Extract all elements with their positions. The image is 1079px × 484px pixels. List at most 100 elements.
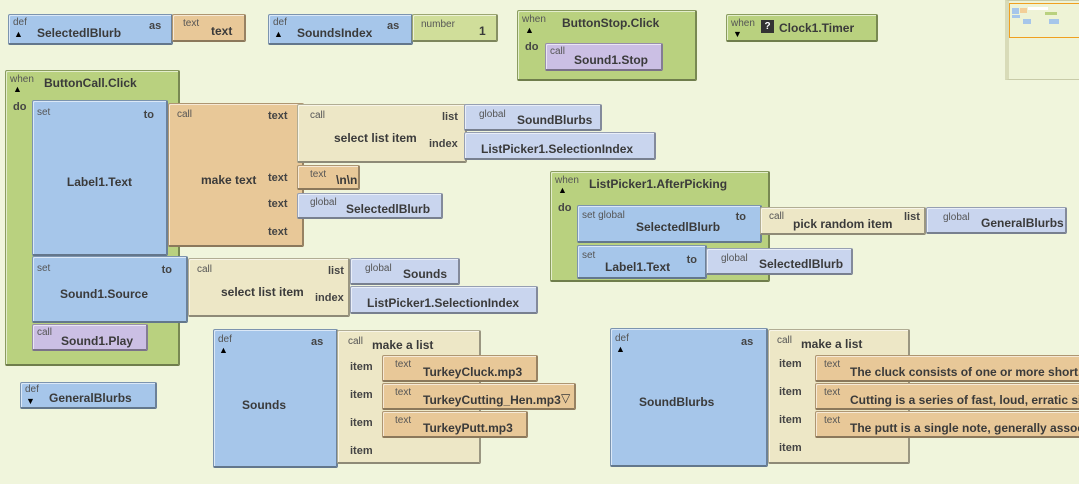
- number-value[interactable]: 1: [479, 24, 486, 38]
- text-value[interactable]: The putt is a single note, generally ass…: [850, 421, 1079, 435]
- def-soundblurbs-block[interactable]: def ▲ SoundBlurbs as: [610, 328, 768, 467]
- call-label: call: [777, 335, 793, 346]
- set-label1-text-block[interactable]: set to Label1.Text: [32, 100, 168, 256]
- do-label: do: [525, 41, 539, 53]
- def-generalblurbs-block[interactable]: def ▼ GeneralBlurbs: [20, 382, 157, 409]
- dropdown-triangle-icon[interactable]: ▽: [561, 391, 571, 405]
- variable-name[interactable]: SoundsIndex: [297, 26, 373, 40]
- triangle-down-icon[interactable]: ▼: [26, 396, 35, 406]
- global-name[interactable]: SelectedlBlurb: [346, 202, 431, 216]
- triangle-up-icon[interactable]: ▲: [558, 185, 567, 195]
- triangle-up-icon[interactable]: ▲: [616, 344, 625, 354]
- global-name[interactable]: GeneralBlurbs: [981, 216, 1064, 230]
- make-text-block[interactable]: call make text text text text text: [168, 103, 304, 247]
- set-label: set: [582, 250, 596, 261]
- listpicker1-selectionindex-block[interactable]: ListPicker1.SelectionIndex: [350, 286, 538, 314]
- variable-name[interactable]: SelectedlBlurb: [37, 26, 122, 40]
- number-label: number: [421, 19, 455, 30]
- item-label: item: [350, 389, 373, 401]
- triangle-down-icon[interactable]: ▼: [733, 29, 742, 39]
- text-item-block[interactable]: text The cluck consists of one or more s…: [815, 355, 1079, 382]
- def-label: def: [25, 384, 39, 395]
- when-label: when: [522, 14, 546, 25]
- def-label: def: [273, 17, 287, 28]
- select-list-item-label: select list item: [221, 285, 304, 299]
- triangle-up-icon[interactable]: ▲: [525, 25, 534, 35]
- item-label: item: [779, 358, 802, 370]
- to-label: to: [735, 211, 746, 223]
- call-label: call: [37, 327, 53, 338]
- global-selectedlblurb-block[interactable]: global SelectedlBlurb: [297, 193, 443, 219]
- text-value[interactable]: TurkeyPutt.mp3: [423, 421, 513, 435]
- text-value[interactable]: text: [211, 24, 233, 38]
- make-a-list-label: make a list: [801, 337, 863, 351]
- global-name[interactable]: SelectedlBlurb: [636, 220, 721, 234]
- global-sounds-block[interactable]: global Sounds: [350, 258, 460, 285]
- global-generalblurbs-block[interactable]: global GeneralBlurbs: [926, 207, 1067, 234]
- pick-random-item-block[interactable]: call pick random item list: [760, 207, 926, 235]
- list-label: list: [442, 111, 458, 123]
- triangle-up-icon[interactable]: ▲: [274, 29, 283, 39]
- item-label: item: [350, 445, 373, 457]
- when-label: when: [731, 18, 755, 29]
- set-global-label: set global: [582, 210, 625, 221]
- text-value[interactable]: TurkeyCutting_Hen.mp3: [423, 393, 561, 407]
- text-socket-label: text: [268, 198, 288, 210]
- text-newlines-block[interactable]: text \n\n: [297, 165, 360, 190]
- item-label: item: [779, 442, 802, 454]
- triangle-up-icon[interactable]: ▲: [14, 29, 23, 39]
- def-soundsindex-block[interactable]: def ▲ SoundsIndex as: [268, 14, 413, 45]
- text-item-block[interactable]: text The putt is a single note, generall…: [815, 411, 1079, 438]
- def-selectedlblurb-block[interactable]: def ▲ SelectedlBlurb as: [8, 14, 173, 45]
- text-label: text: [824, 387, 841, 398]
- event-name: ListPicker1.AfterPicking: [589, 177, 728, 191]
- global-name[interactable]: SoundBlurbs: [517, 113, 593, 127]
- listpicker1-selectionindex-block[interactable]: ListPicker1.SelectionIndex: [464, 132, 656, 160]
- sound1-play-block[interactable]: call Sound1.Play: [32, 324, 148, 351]
- item-label: item: [779, 386, 802, 398]
- sound1-stop-block[interactable]: call Sound1.Stop: [545, 43, 663, 71]
- clock1-timer-event[interactable]: when ▼ ? Clock1.Timer: [726, 14, 878, 42]
- text-label: text: [824, 359, 841, 370]
- def-label: def: [218, 334, 232, 345]
- text-block[interactable]: text text: [172, 14, 246, 42]
- global-label: global: [365, 263, 392, 274]
- triangle-up-icon[interactable]: ▲: [13, 84, 22, 94]
- triangle-up-icon[interactable]: ▲: [219, 345, 228, 355]
- text-label: text: [310, 169, 327, 180]
- global-name[interactable]: Sounds: [403, 267, 447, 281]
- variable-name[interactable]: GeneralBlurbs: [49, 391, 132, 405]
- global-soundblurbs-block[interactable]: global SoundBlurbs: [464, 104, 602, 131]
- select-list-item-block[interactable]: call select list item list index: [188, 258, 350, 317]
- variable-name[interactable]: SoundBlurbs: [639, 395, 715, 409]
- call-label: call: [348, 336, 364, 347]
- text-item-block[interactable]: text TurkeyCluck.mp3: [382, 355, 538, 382]
- text-item-block[interactable]: text TurkeyPutt.mp3: [382, 411, 528, 438]
- select-list-item-block[interactable]: call select list item list index: [297, 104, 467, 163]
- def-sounds-block[interactable]: def ▲ Sounds as: [213, 329, 338, 468]
- set-sound1-source-block[interactable]: set to Sound1.Source: [32, 256, 188, 323]
- set-label1-text-block[interactable]: set to Label1.Text: [577, 245, 707, 279]
- text-value[interactable]: \n\n: [336, 173, 358, 187]
- item-label: item: [350, 417, 373, 429]
- event-name: Clock1.Timer: [779, 21, 855, 35]
- set-global-selectedlblurb-block[interactable]: set global to SelectedlBlurb: [577, 205, 762, 243]
- text-label: text: [183, 18, 200, 29]
- item-label: item: [779, 414, 802, 426]
- number-block[interactable]: number 1: [412, 14, 498, 42]
- call-label: call: [550, 46, 566, 57]
- text-value[interactable]: The cluck consists of one or more short,: [850, 365, 1079, 379]
- text-value[interactable]: TurkeyCluck.mp3: [423, 365, 523, 379]
- question-icon[interactable]: ?: [761, 20, 774, 33]
- text-socket-label: text: [268, 172, 288, 184]
- workspace-minimap[interactable]: [1005, 0, 1079, 80]
- variable-name[interactable]: Sounds: [242, 398, 286, 412]
- call-label: call: [197, 264, 213, 275]
- text-item-block[interactable]: text TurkeyCutting_Hen.mp3 ▽: [382, 383, 576, 410]
- set-label: set: [37, 107, 51, 118]
- minimap-viewport[interactable]: [1009, 3, 1079, 38]
- text-item-block[interactable]: text Cutting is a series of fast, loud, …: [815, 383, 1079, 410]
- global-selectedlblurb-block[interactable]: global SelectedlBlurb: [706, 248, 853, 275]
- text-value[interactable]: Cutting is a series of fast, loud, errat…: [850, 393, 1079, 407]
- global-name[interactable]: SelectedlBlurb: [759, 257, 844, 271]
